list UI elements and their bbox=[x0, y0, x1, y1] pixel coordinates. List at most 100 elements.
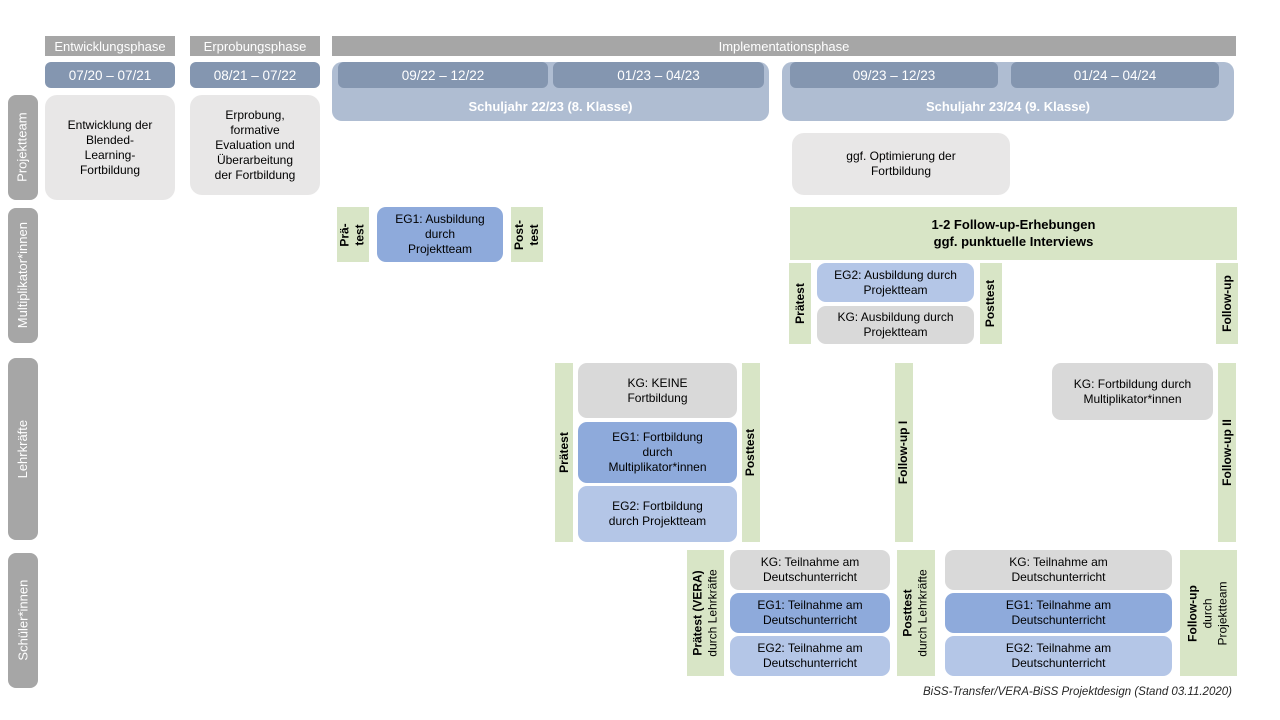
marker-line: Posttest bbox=[901, 589, 916, 637]
box-text: 1-2 Follow-up-Erhebungen ggf. punktuelle… bbox=[931, 217, 1096, 249]
marker-label: Prätest (VERA)durch Lehrkräfte bbox=[691, 569, 721, 656]
marker-praetest-lehrkraefte: Prätest bbox=[555, 363, 573, 542]
box-eg1-teilnahme-1: EG1: Teilnahme am Deutschunterricht bbox=[730, 593, 890, 633]
box-eg1-ausbildung: EG1: Ausbildung durch Projektteam bbox=[377, 207, 503, 262]
sidebar-row-lehrkraefte: Lehrkräfte bbox=[8, 358, 38, 540]
phase-label: Entwicklungsphase bbox=[54, 38, 166, 54]
marker-praetest-multiplikator-1: Prä-test bbox=[337, 207, 369, 262]
date-label: 09/22 – 12/22 bbox=[401, 67, 485, 83]
box-text: ggf. Optimierung der Fortbildung bbox=[846, 149, 956, 178]
marker-line: Projektteam bbox=[1216, 580, 1230, 646]
box-kg-keine-fortbildung: KG: KEINE Fortbildung bbox=[578, 363, 737, 418]
phase-label: Erprobungsphase bbox=[203, 38, 307, 54]
box-text: EG1: Teilnahme am Deutschunterricht bbox=[757, 598, 863, 627]
schuljahr-label-text: Schuljahr 22/23 (8. Klasse) bbox=[468, 99, 633, 114]
box-eg2-teilnahme-1: EG2: Teilnahme am Deutschunterricht bbox=[730, 636, 890, 676]
marker-posttest-multiplikator-2: Posttest bbox=[980, 263, 1002, 344]
marker-label: Prätest bbox=[556, 432, 571, 473]
box-text: EG2: Teilnahme am Deutschunterricht bbox=[1005, 641, 1112, 670]
marker-line: test bbox=[353, 223, 367, 246]
marker-followup2-lehrkraefte: Follow-up II bbox=[1218, 363, 1236, 542]
date-label: 01/24 – 04/24 bbox=[1073, 67, 1157, 83]
schuljahr-label-text: Schuljahr 23/24 (9. Klasse) bbox=[925, 99, 1091, 114]
box-kg-fortbildung-multiplikator: KG: Fortbildung durch Multiplikator*inne… bbox=[1052, 363, 1213, 420]
marker-label: Posttest bbox=[983, 279, 998, 328]
box-text: Entwicklung der Blended- Learning- Fortb… bbox=[67, 117, 153, 177]
sidebar-label: Schüler*innen bbox=[14, 580, 30, 661]
box-text: KG: KEINE Fortbildung bbox=[627, 375, 688, 405]
diagram-caption: BiSS-Transfer/VERA-BiSS Projektdesign (S… bbox=[923, 686, 1232, 698]
phase-bar-implementation: Implementationsphase bbox=[332, 36, 1236, 56]
schuljahr-2223-label: Schuljahr 22/23 (8. Klasse) bbox=[332, 92, 769, 114]
box-eg2-ausbildung: EG2: Ausbildung durch Projektteam bbox=[817, 263, 974, 302]
marker-line: durch Lehrkräfte bbox=[705, 569, 720, 657]
box-entwicklung-fortbildung: Entwicklung der Blended- Learning- Fortb… bbox=[45, 95, 175, 200]
phase-bar-erprobung: Erprobungsphase bbox=[190, 36, 320, 56]
box-text: EG2: Ausbildung durch Projektteam bbox=[834, 267, 957, 297]
box-eg1-teilnahme-2: EG1: Teilnahme am Deutschunterricht bbox=[945, 593, 1172, 633]
date-label: 07/20 – 07/21 bbox=[68, 67, 152, 83]
marker-line: Follow-up bbox=[1186, 584, 1200, 642]
marker-label: Follow-up II bbox=[1219, 419, 1234, 486]
sidebar-row-multiplikatorinnen: Multiplikator*innen bbox=[8, 208, 38, 343]
date-label: 08/21 – 07/22 bbox=[213, 67, 297, 83]
marker-line: Prätest (VERA) bbox=[690, 570, 705, 656]
phase-bar-entwicklung: Entwicklungsphase bbox=[45, 36, 175, 56]
box-text: EG1: Teilnahme am Deutschunterricht bbox=[1005, 598, 1112, 627]
schuljahr-2324-label: Schuljahr 23/24 (9. Klasse) bbox=[782, 92, 1234, 114]
box-optimierung: ggf. Optimierung der Fortbildung bbox=[792, 133, 1010, 195]
box-eg2-teilnahme-2: EG2: Teilnahme am Deutschunterricht bbox=[945, 636, 1172, 676]
date-bar-0821-0722: 08/21 – 07/22 bbox=[190, 62, 320, 88]
box-kg-teilnahme-1: KG: Teilnahme am Deutschunterricht bbox=[730, 550, 890, 590]
marker-line: durch Lehrkräfte bbox=[916, 569, 931, 657]
phase-label: Implementationsphase bbox=[718, 38, 850, 54]
box-kg-ausbildung: KG: Ausbildung durch Projektteam bbox=[817, 306, 974, 344]
marker-praetest-vera-schueler: Prätest (VERA)durch Lehrkräfte bbox=[687, 550, 724, 676]
box-eg2-fortbildung: EG2: Fortbildung durch Projektteam bbox=[578, 486, 737, 542]
sidebar-label: Lehrkräfte bbox=[14, 419, 30, 479]
box-kg-teilnahme-2: KG: Teilnahme am Deutschunterricht bbox=[945, 550, 1172, 590]
marker-followup1-lehrkraefte: Follow-up I bbox=[895, 363, 913, 542]
box-text: KG: Fortbildung durch Multiplikator*inne… bbox=[1073, 376, 1192, 406]
marker-posttest-multiplikator-1: Post-test bbox=[511, 207, 543, 262]
marker-label: Post-test bbox=[512, 220, 542, 250]
date-bar-0720-0721: 07/20 – 07/21 bbox=[45, 62, 175, 88]
marker-line: test bbox=[527, 223, 541, 246]
box-text: EG2: Teilnahme am Deutschunterricht bbox=[757, 641, 863, 670]
box-text: EG1: Ausbildung durch Projektteam bbox=[395, 212, 485, 256]
box-text: KG: Ausbildung durch Projektteam bbox=[837, 310, 954, 339]
box-text: KG: Teilnahme am Deutschunterricht bbox=[760, 555, 860, 584]
marker-label: Follow-up I bbox=[896, 420, 911, 485]
marker-label: Prä-test bbox=[338, 223, 368, 246]
date-bar-0123-0423: 01/23 – 04/23 bbox=[553, 62, 764, 88]
marker-label: Posttest bbox=[743, 428, 758, 477]
date-bar-0124-0424: 01/24 – 04/24 bbox=[1011, 62, 1219, 88]
box-eg1-fortbildung: EG1: Fortbildung durch Multiplikator*inn… bbox=[578, 422, 737, 483]
marker-line: durch bbox=[1201, 597, 1215, 629]
box-text: EG2: Fortbildung durch Projektteam bbox=[608, 499, 707, 528]
marker-line: Post- bbox=[512, 219, 526, 250]
marker-line: Prä- bbox=[338, 222, 352, 247]
date-bar-0923-1223: 09/23 – 12/23 bbox=[790, 62, 998, 88]
sidebar-row-projektteam: Projektteam bbox=[8, 95, 38, 200]
date-bar-0922-1222: 09/22 – 12/22 bbox=[338, 62, 548, 88]
sidebar-label: Multiplikator*innen bbox=[14, 222, 30, 329]
date-label: 01/23 – 04/23 bbox=[617, 67, 700, 83]
marker-label: Prätest bbox=[792, 283, 807, 324]
sidebar-label: Projektteam bbox=[14, 112, 30, 183]
sidebar-row-schuelerinnen: Schüler*innen bbox=[8, 553, 38, 688]
box-text: KG: Teilnahme am Deutschunterricht bbox=[1009, 555, 1108, 584]
marker-followup-multiplikator: Follow-up bbox=[1216, 263, 1238, 344]
marker-label: Follow-up bbox=[1219, 275, 1234, 332]
marker-posttest-lehrkraefte: Posttest bbox=[742, 363, 760, 542]
box-text: EG1: Fortbildung durch Multiplikator*inn… bbox=[608, 430, 707, 474]
box-followup-erhebungen: 1-2 Follow-up-Erhebungen ggf. punktuelle… bbox=[790, 207, 1237, 260]
box-erprobung-evaluation: Erprobung, formative Evaluation und Über… bbox=[190, 95, 320, 195]
box-text: Erprobung, formative Evaluation und Über… bbox=[214, 107, 296, 182]
marker-praetest-multiplikator-2: Prätest bbox=[789, 263, 811, 344]
